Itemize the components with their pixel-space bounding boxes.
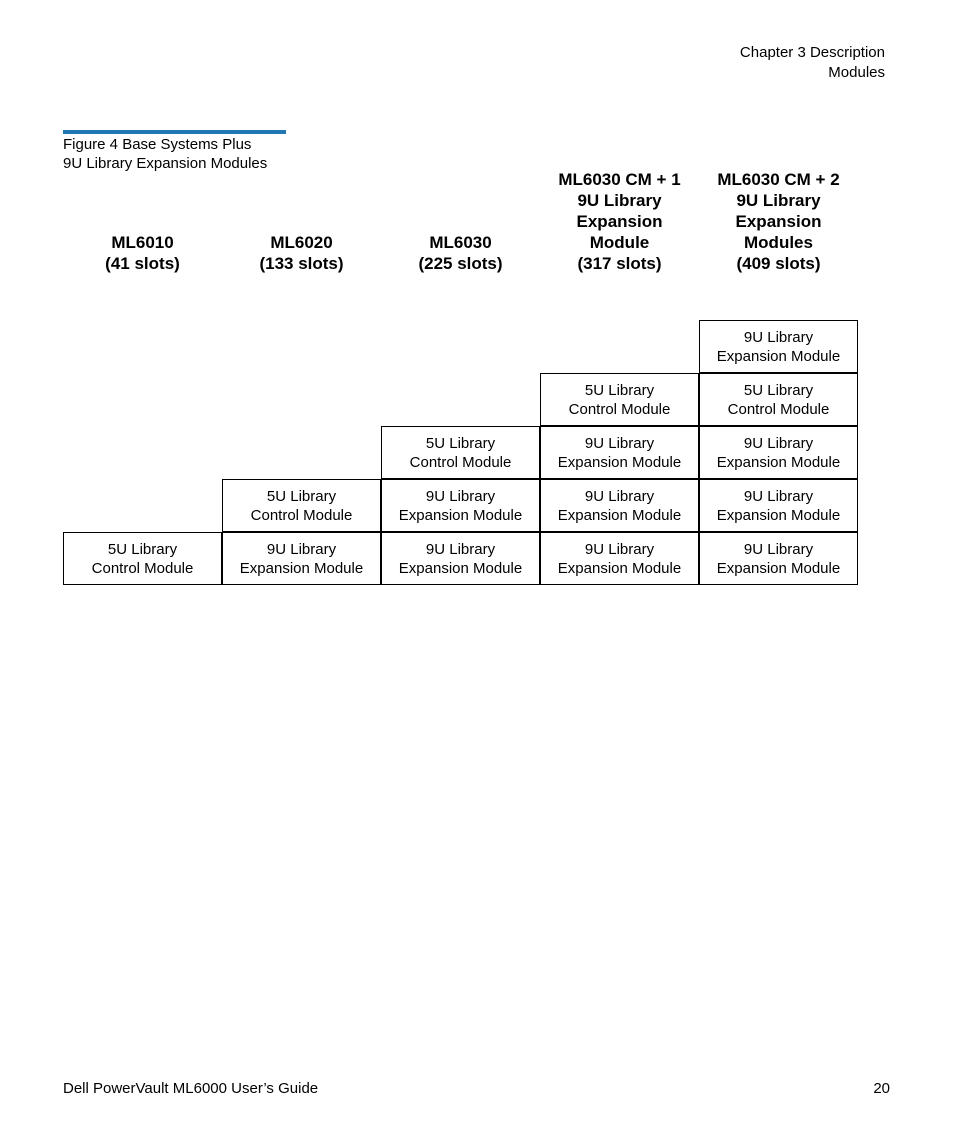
module-label: Expansion Module [557,506,682,524]
column-heading-line: (133 slots) [259,254,344,273]
header-chapter: Chapter 3 Description [739,44,885,61]
module-label: Expansion Module [557,453,682,471]
module-label: Expansion Module [716,453,841,471]
column-heading-line: Expansion [735,212,822,231]
header-section: Modules [828,64,885,81]
module-label: 5U Library [743,381,814,399]
module-label: 9U Library [584,434,655,452]
module-label: Control Module [727,400,830,418]
column-heading-line: ML6030 [429,233,492,252]
column-heading: ML6020 (133 slots) [222,232,381,274]
module-label: Expansion Module [239,559,364,577]
column-heading-line: (409 slots) [736,254,821,273]
module-label: Control Module [409,453,512,471]
module-label: 9U Library [743,540,814,558]
column-heading-line: (225 slots) [418,254,503,273]
page-number: 20 [873,1080,890,1097]
column-heading-line: ML6030 CM + 2 [717,170,840,189]
figure-caption-line-1: Figure 4 Base Systems Plus [63,136,252,153]
module-label: Expansion Module [716,559,841,577]
module-label: 9U Library [584,540,655,558]
module-label: 9U Library [743,328,814,346]
column-heading-line: (317 slots) [577,254,662,273]
module-label: 9U Library [425,540,496,558]
module-label: 9U Library [266,540,337,558]
footer-title: Dell PowerVault ML6000 User’s Guide [63,1080,319,1097]
module-label: Expansion Module [398,559,523,577]
figure-caption-line-2: 9U Library Expansion Modules [63,155,268,172]
module-label: Control Module [568,400,671,418]
column-heading-line: (41 slots) [105,254,180,273]
module-label: Expansion Module [557,559,682,577]
column-heading-line: Expansion [576,212,663,231]
module-label: 5U Library [266,487,337,505]
column-heading-line: ML6030 CM + 1 [558,170,681,189]
module-label: 9U Library [743,487,814,505]
column-heading-line: ML6020 [270,233,333,252]
module-label: Expansion Module [398,506,523,524]
running-header: Chapter 3 Description Modules [740,43,885,83]
module-label: Control Module [91,559,194,577]
figure-caption: Figure 4 Base Systems Plus 9U Library Ex… [63,135,267,173]
module-label: 5U Library [584,381,655,399]
module-label: 9U Library [743,434,814,452]
column-heading-line: Module [589,233,650,252]
module-label: Control Module [250,506,353,524]
module-label: 9U Library [584,487,655,505]
column-heading-line: ML6010 [111,233,174,252]
column-heading-line: 9U Library [577,191,662,210]
column-heading: ML6010 (41 slots) [63,232,222,274]
module-label: 5U Library [425,434,496,452]
column-heading-line: 9U Library [736,191,821,210]
module-label: Expansion Module [716,506,841,524]
column-heading: ML6030 (225 slots) [381,232,540,274]
module-label: 5U Library [107,540,178,558]
column-heading-line: Modules [744,233,813,252]
module-label: 9U Library [425,487,496,505]
module-label: Expansion Module [716,347,841,365]
figure-rule [63,130,286,134]
